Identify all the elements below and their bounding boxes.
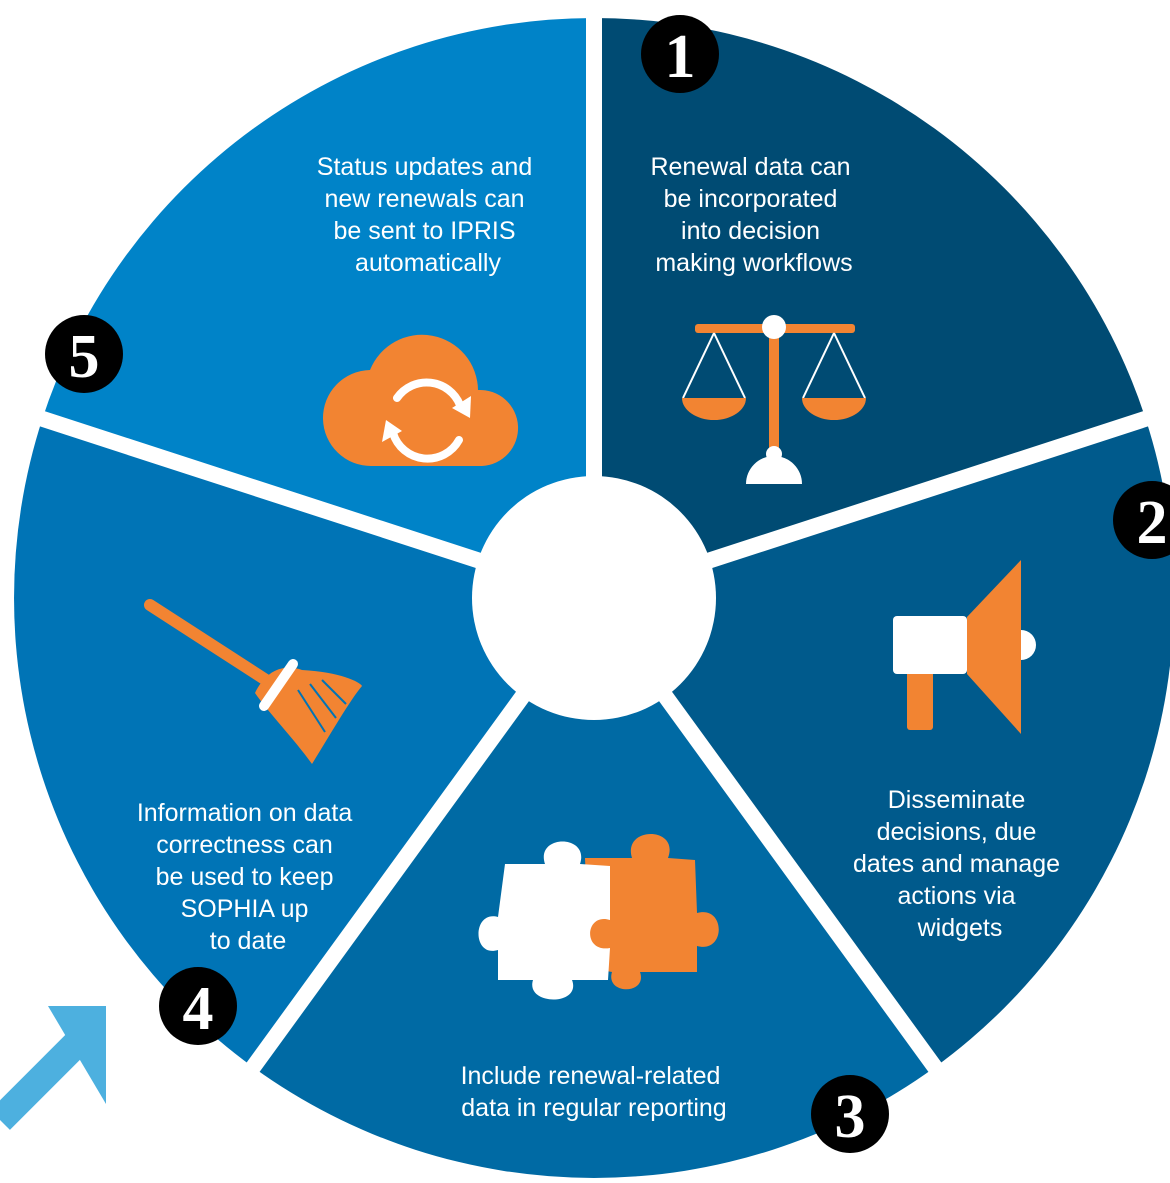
- svg-text:1: 1: [665, 23, 696, 91]
- segment-1: [594, 18, 1146, 598]
- badge-2: 2: [1113, 481, 1170, 559]
- scales-icon: [682, 315, 866, 484]
- segment-2: [594, 418, 1170, 1068]
- arrow-icon: [0, 1006, 106, 1130]
- center-hub: [472, 476, 716, 720]
- segment-3-text: Include renewal-related data in regular …: [461, 1062, 728, 1122]
- svg-text:4: 4: [183, 975, 214, 1043]
- svg-text:2: 2: [1137, 489, 1168, 557]
- badge-3: 3: [811, 1075, 889, 1153]
- svg-text:3: 3: [835, 1083, 866, 1151]
- segment-1-text: Renewal data can be incorporated into de…: [650, 153, 857, 277]
- broom-icon: [144, 599, 362, 764]
- segment-2-text: Disseminate decisions, due dates and man…: [853, 786, 1067, 942]
- badge-4: 4: [159, 967, 237, 1045]
- segment-4-text: Information on data correctness can be u…: [137, 799, 359, 955]
- badge-5: 5: [45, 315, 123, 393]
- svg-text:5: 5: [69, 323, 100, 391]
- megaphone-icon: [893, 560, 1036, 734]
- badge-1: 1: [641, 15, 719, 93]
- cloud-sync-icon: [322, 334, 519, 467]
- puzzle-icon: [478, 834, 719, 1000]
- segment-5-text: Status updates and new renewals can be s…: [317, 153, 539, 277]
